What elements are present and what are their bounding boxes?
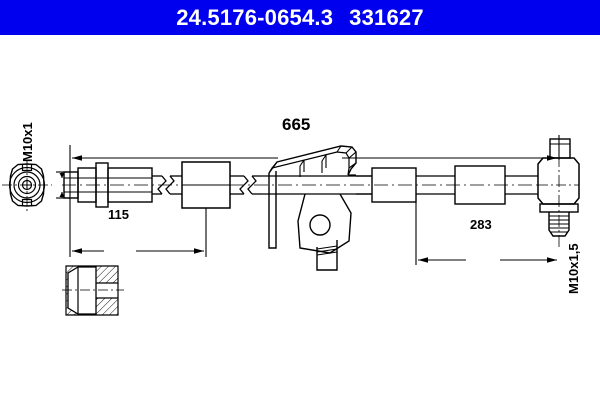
hose-to-right-fitting: [505, 175, 538, 195]
sleeve-b: [454, 165, 506, 205]
hose-segment-left: [152, 175, 182, 195]
hose-segment-right: [356, 175, 372, 195]
sleeve-a: [371, 167, 417, 203]
seat-section-detail: [62, 265, 124, 316]
thread-label-right: M10x1,5: [566, 243, 581, 294]
dimension-label-left: 115: [108, 207, 129, 222]
thread-callout-left: [56, 171, 70, 199]
thread-label-left: M10x1: [20, 122, 35, 162]
dimension-115: [69, 168, 207, 257]
hose-segment-mid: [230, 175, 262, 195]
bracket-mounting-hole: [309, 214, 331, 236]
title-banner: 24.5176-0654.3 331627: [0, 0, 600, 35]
end-face-view: [2, 160, 52, 211]
hose-between-sleeves: [416, 175, 455, 195]
technical-drawing-canvas: [2, 135, 580, 316]
dimension-label-right: 283: [470, 217, 492, 232]
intermediate-sleeve: [181, 161, 231, 209]
dimension-label-overall: 665: [282, 115, 311, 134]
dimension-283: [415, 202, 557, 265]
mounting-bracket-clip: [268, 145, 357, 271]
reference-number: 331627: [349, 4, 424, 30]
banner-title: 24.5176-0654.3 331627: [176, 4, 424, 30]
hose-segment-bracket: [262, 175, 372, 195]
part-number: 24.5176-0654.3: [176, 4, 334, 30]
dimension-665: [69, 135, 560, 168]
left-fitting: [63, 162, 153, 208]
